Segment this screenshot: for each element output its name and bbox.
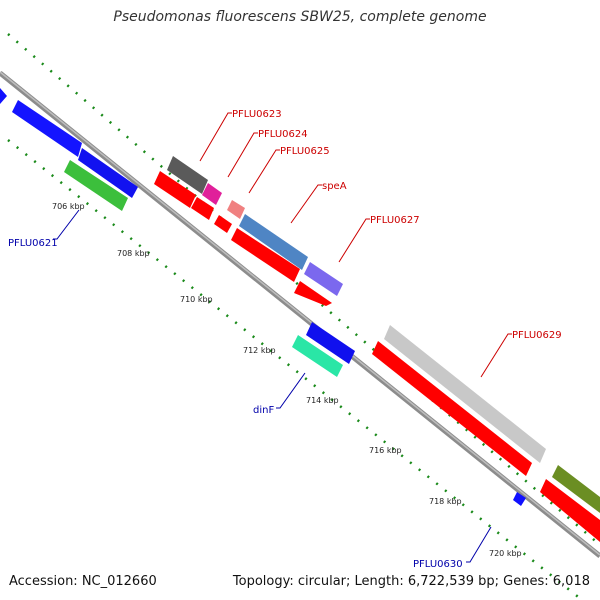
label-leaders (53, 112, 512, 563)
leader-line (227, 132, 258, 178)
gene-block[interactable] (552, 465, 600, 513)
gene-label[interactable]: PFLU0625 (280, 146, 330, 157)
gene-label[interactable]: PFLU0621 (8, 238, 58, 249)
gene-block[interactable] (292, 335, 343, 377)
leader-line (338, 218, 370, 263)
gene-label[interactable]: speA (322, 181, 347, 192)
tick-label: 714 kbp (306, 396, 339, 405)
gene-block[interactable] (513, 492, 526, 506)
gene-block[interactable] (12, 100, 82, 157)
gene-block[interactable] (202, 183, 222, 205)
accession-text: Accession: NC_012660 (9, 574, 157, 589)
gene-labels: PFLU0623 PFLU0624 PFLU0625 speA PFLU0627… (8, 109, 562, 570)
leader-line (199, 112, 232, 162)
gene-block[interactable] (372, 341, 532, 476)
backbone-line (0, 71, 600, 558)
gene-block[interactable] (191, 197, 214, 220)
tick-label: 712 kbp (243, 346, 276, 355)
gene-block[interactable] (294, 281, 332, 306)
gene-block[interactable] (231, 228, 300, 282)
leader-line (480, 333, 512, 378)
gene-block[interactable] (167, 156, 208, 194)
gene-label[interactable]: PFLU0629 (512, 330, 562, 341)
leader-line (248, 149, 280, 194)
tick-label: 720 kbp (489, 549, 522, 558)
tick-row-inner (7, 139, 583, 600)
gene-label[interactable]: PFLU0624 (258, 129, 308, 140)
tick-label: 716 kbp (369, 446, 402, 455)
gene-block[interactable] (227, 200, 245, 219)
gene-block[interactable] (78, 148, 138, 198)
gene-block[interactable] (154, 171, 196, 208)
map-title: Pseudomonas fluorescens SBW25, complete … (113, 9, 487, 25)
minor-tick-row (7, 139, 583, 600)
gene-block[interactable] (304, 262, 343, 296)
gene-label[interactable]: PFLU0627 (370, 215, 420, 226)
tick-labels: 706 kbp 708 kbp 710 kbp 712 kbp 714 kbp … (52, 202, 522, 558)
gene-block[interactable] (214, 215, 232, 233)
gene-block[interactable] (540, 479, 600, 542)
gene-label[interactable]: PFLU0630 (413, 559, 463, 570)
tick-label: 706 kbp (52, 202, 85, 211)
gene-label[interactable]: dinF (253, 405, 274, 416)
leader-line (466, 526, 492, 563)
gene-block[interactable] (384, 325, 546, 463)
backbone (0, 71, 600, 558)
leader-line (53, 209, 80, 240)
gene-label[interactable]: PFLU0623 (232, 109, 282, 120)
tick-label: 710 kbp (180, 295, 213, 304)
genome-summary-text: Topology: circular; Length: 6,722,539 bp… (232, 574, 590, 589)
gene-features (0, 88, 600, 542)
tick-label: 718 kbp (429, 497, 462, 506)
gene-block[interactable] (306, 322, 355, 364)
tick-label: 708 kbp (117, 249, 150, 258)
leader-line (276, 372, 306, 409)
gene-block[interactable] (64, 160, 128, 211)
gene-block[interactable] (0, 88, 7, 104)
gene-block[interactable] (239, 214, 308, 270)
backbone-highlight (0, 71, 600, 556)
leader-line (290, 184, 322, 224)
